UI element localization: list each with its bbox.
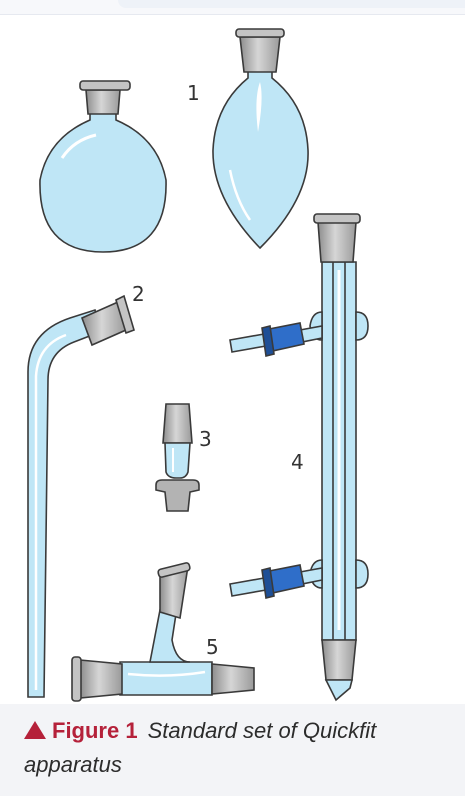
caption-title-line2: apparatus xyxy=(24,752,122,777)
label-2: 2 xyxy=(132,282,145,306)
apparatus-figure: 1 2 3 4 5 xyxy=(27,28,369,702)
round-bottom-flask xyxy=(39,80,167,253)
label-1: 1 xyxy=(187,81,200,105)
bent-adapter-tube xyxy=(27,294,135,698)
caption-line-1: Figure 1 Standard set of Quickfit xyxy=(24,718,376,744)
glass-stopper xyxy=(155,403,200,512)
caption-title-line1: Standard set of Quickfit xyxy=(147,718,377,743)
liebig-condenser xyxy=(229,213,369,702)
figure-number: Figure 1 xyxy=(52,718,138,743)
label-3: 3 xyxy=(199,427,212,451)
label-4: 4 xyxy=(291,450,304,474)
still-head xyxy=(71,562,255,702)
top-bar-pill xyxy=(118,0,465,8)
top-bar xyxy=(0,0,465,15)
pear-shaped-flask xyxy=(212,28,309,250)
label-5: 5 xyxy=(206,635,219,659)
figure-caption: Figure 1 Standard set of Quickfit apparat… xyxy=(0,704,465,796)
triangle-icon xyxy=(24,721,46,739)
